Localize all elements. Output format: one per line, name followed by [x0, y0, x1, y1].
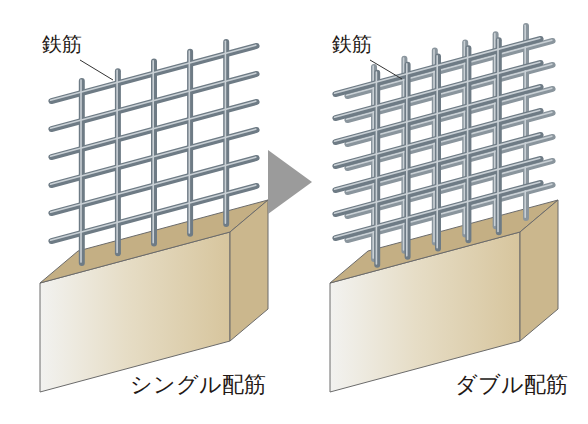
rebar-highlight	[116, 70, 118, 252]
transition-arrow	[268, 150, 312, 214]
leader-line	[370, 60, 402, 79]
rebar-highlight	[51, 129, 256, 184]
rebar	[405, 65, 411, 257]
rebar-highlight	[467, 48, 469, 240]
rebar	[465, 48, 471, 240]
leader-line	[80, 60, 113, 80]
wall-end-face	[520, 200, 558, 341]
figure-caption: ダブル配筋	[455, 372, 568, 398]
rebar-highlight	[376, 72, 378, 264]
rebar-highlight	[335, 86, 540, 141]
rebar-highlight	[335, 182, 540, 237]
wall-figure: ダブル配筋	[312, 200, 574, 404]
rebar-highlight	[225, 41, 227, 223]
rebar-highlight	[51, 73, 256, 128]
rebar-highlight	[335, 134, 540, 189]
figure-caption: シングル配筋	[130, 372, 266, 398]
wall-end-face	[230, 200, 268, 341]
rebar-group	[51, 25, 553, 265]
wall-figure: シングル配筋	[40, 200, 268, 404]
rebar-highlight	[51, 157, 256, 212]
rebar-highlight	[80, 80, 82, 262]
rebar	[435, 57, 441, 249]
rebar-highlight	[497, 39, 499, 231]
rebar-highlight	[436, 56, 438, 248]
part-name: 鉄筋	[42, 32, 82, 56]
rebar-highlight	[335, 110, 540, 165]
rebar-highlight	[51, 185, 256, 240]
rebar-highlight	[152, 61, 154, 243]
part-name: 鉄筋	[332, 32, 372, 56]
rebar-highlight	[406, 64, 408, 256]
rebar-grid	[51, 41, 257, 263]
rebar-highlight	[189, 51, 191, 233]
rebar-highlight	[335, 158, 540, 213]
rebar	[374, 73, 380, 265]
rebar-highlight	[51, 101, 256, 156]
rebar-grid	[335, 38, 541, 265]
rebar	[496, 40, 502, 232]
rebar-highlight	[335, 62, 540, 117]
